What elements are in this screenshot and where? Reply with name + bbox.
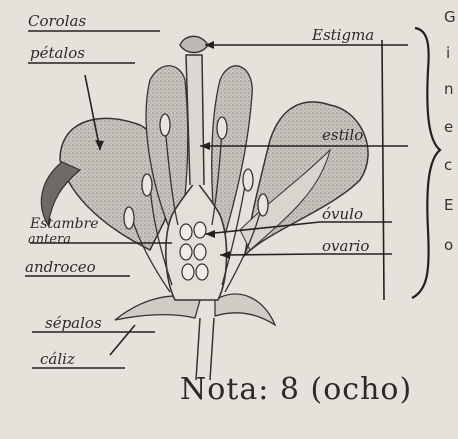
label-petals: Corolas — [28, 12, 86, 30]
bracket — [412, 28, 440, 298]
edge-letter: G — [444, 8, 456, 26]
label-androecium: androceo — [25, 258, 96, 276]
label-stigma: Estigma — [312, 26, 374, 44]
label-style: estilo — [322, 126, 363, 144]
edge-letter: E — [444, 196, 453, 214]
label-ovule: óvulo — [322, 205, 363, 223]
edge-letter: o — [444, 236, 453, 254]
label-anther: antera — [28, 232, 71, 247]
edge-letter: c — [444, 156, 452, 174]
label-petals-sub: pétalos — [30, 44, 85, 62]
sepal-right — [215, 294, 275, 325]
ovules — [180, 222, 208, 280]
style — [186, 55, 204, 185]
stem — [196, 318, 214, 380]
label-ovary: ovario — [322, 237, 369, 255]
label-calyx: cáliz — [40, 350, 75, 368]
grade-note: Nota: 8 (ocho) — [180, 372, 412, 407]
label-sepals: sépalos — [45, 314, 102, 332]
label-stamen: Estambre — [30, 216, 99, 232]
edge-letter: n — [444, 80, 454, 98]
edge-letter: e — [444, 118, 453, 136]
edge-letter: i — [446, 44, 450, 62]
stigma — [180, 36, 208, 52]
